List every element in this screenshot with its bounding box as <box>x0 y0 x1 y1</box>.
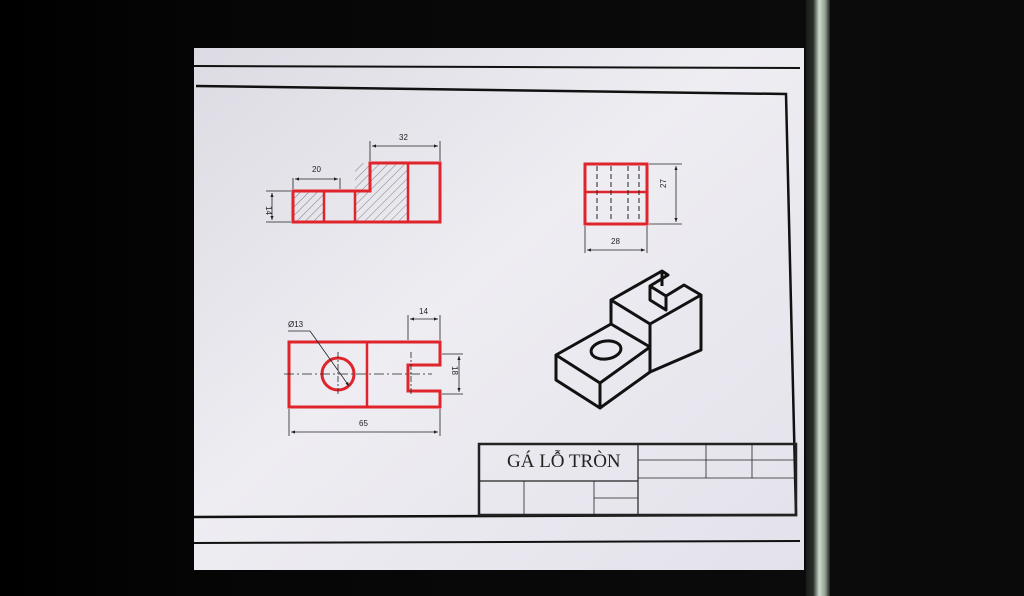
dim-text-28: 28 <box>611 237 620 246</box>
title-block: GÁ LỖ TRÒN <box>477 442 798 517</box>
dim-text-14: 14 <box>419 307 428 316</box>
paper-background <box>194 48 804 570</box>
monitor-edge <box>806 0 830 596</box>
top-view: Ø13 14 18 65 <box>284 307 463 436</box>
dim-arrow-diameter <box>309 330 350 387</box>
bottom-border-line <box>193 540 801 544</box>
iso-hole <box>589 339 623 361</box>
dim-text-27-vertical: 27 <box>659 179 668 188</box>
dim-text-65: 65 <box>359 419 368 428</box>
dim-text-14-vertical: 14 <box>264 206 273 215</box>
dim-text-18-vertical: 18 <box>450 366 459 375</box>
iso-slot-walls <box>648 286 668 312</box>
front-view: 20 32 14 <box>264 133 442 224</box>
front-outline <box>291 161 442 224</box>
top-border-line <box>193 65 801 69</box>
side-view: 28 27 <box>583 162 682 253</box>
front-hatch-left <box>293 191 324 222</box>
iso-block-side-face <box>649 295 703 374</box>
top-outline <box>287 340 442 409</box>
title-text: GÁ LỖ TRÒN <box>507 450 621 472</box>
iso-block-front-face <box>609 298 652 347</box>
isometric-view <box>554 269 703 410</box>
dim-text-diameter: Ø13 <box>288 320 304 329</box>
iso-base-front-face <box>554 355 602 410</box>
dim-text-20: 20 <box>312 165 321 174</box>
dim-text-32: 32 <box>399 133 408 142</box>
side-outline <box>583 162 649 226</box>
